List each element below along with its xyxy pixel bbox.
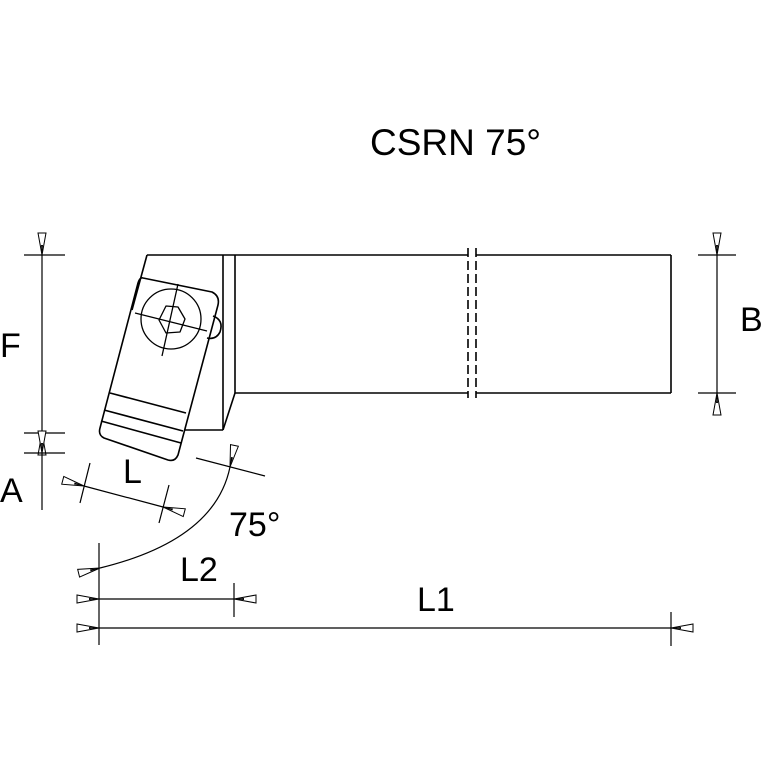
clamp-screw (134, 283, 208, 357)
label-L1: L1 (417, 581, 455, 619)
dimension-L2 (99, 583, 234, 617)
label-B: B (740, 301, 763, 339)
label-L2: L2 (180, 551, 218, 589)
shank-body (234, 254, 672, 394)
break-lines (467, 248, 477, 398)
cutting-insert (98, 277, 222, 462)
dimension-angle-75 (100, 458, 266, 568)
dimension-L1 (99, 612, 671, 646)
holder-head (131, 254, 236, 431)
dimension-B (698, 255, 736, 393)
dimension-F (24, 255, 65, 433)
label-L: L (123, 453, 142, 491)
dimension-A (24, 453, 65, 510)
label-angle: 75° (229, 506, 281, 544)
label-F: F (0, 327, 21, 365)
label-A: A (0, 472, 23, 510)
drawing-title: CSRN 75° (370, 122, 542, 163)
